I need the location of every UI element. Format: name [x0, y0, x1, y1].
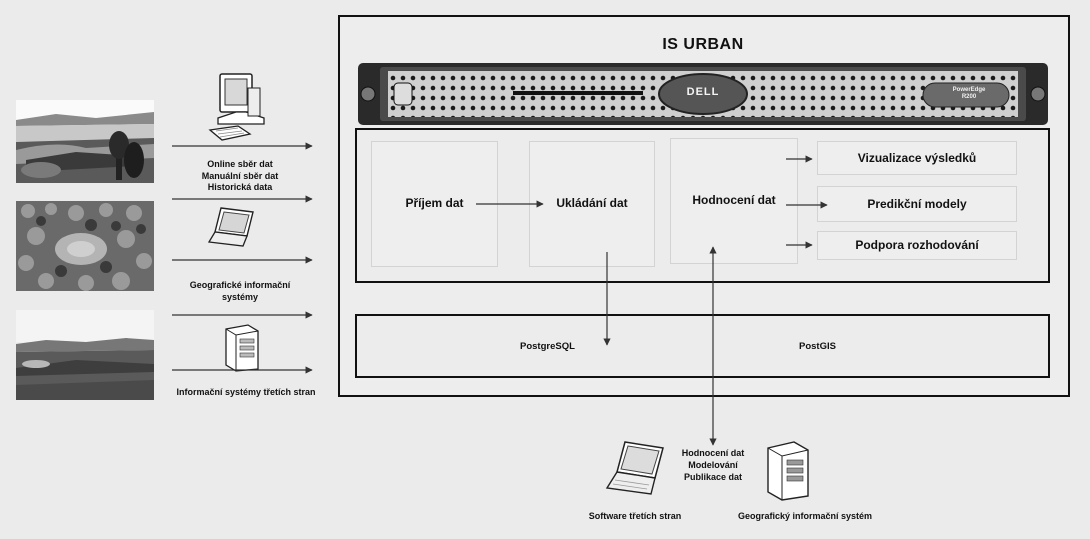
output-label: Predikční modely — [867, 197, 967, 211]
exchange-line: Hodnocení dat — [681, 448, 745, 458]
gis-label: Geografický informační systém — [737, 511, 873, 521]
output-box-visualization — [817, 141, 1017, 175]
third-party-software-label: Software třetích stran — [588, 511, 682, 521]
step-label: Příjem dat — [405, 196, 464, 210]
postgresql-label: PostgreSQL — [520, 341, 575, 352]
server-model-line: R200 — [961, 94, 977, 100]
server-model-label: PowerEdge R200 — [929, 87, 1009, 101]
step-label: Hodnocení dat — [692, 193, 776, 207]
landscape-photo-park — [16, 100, 154, 183]
server-tower-icon — [764, 440, 810, 507]
exchange-line: Publikace dat — [683, 472, 743, 482]
exchange-line: Modelování — [688, 460, 738, 470]
landscape-photo-rocks — [16, 201, 154, 291]
dell-logo: DELL — [686, 86, 720, 98]
output-box-prediction — [817, 186, 1017, 222]
system-title: IS URBAN — [662, 36, 744, 53]
postgis-label: PostGIS — [799, 341, 836, 352]
output-label: Podpora rozhodování — [855, 238, 979, 252]
laptop-icon — [207, 206, 257, 253]
source-label-data-collection: Online sběr dat Manuální sběr dat Histor… — [170, 159, 310, 194]
source-line: systémy — [221, 291, 259, 302]
source-line: Geografické informační — [189, 280, 291, 290]
database-panel — [355, 314, 1050, 378]
output-label: Vizualizace výsledků — [857, 151, 977, 165]
source-line: Historická data — [207, 182, 273, 192]
output-box-decision-support — [817, 231, 1017, 260]
source-label-third-party-is: Informační systémy třetích stran — [166, 387, 326, 399]
landscape-photo-field — [16, 310, 154, 400]
source-label-gis: Geografické informační systémy — [170, 280, 310, 303]
step-box-evaluation — [670, 138, 798, 264]
rack-server-graphic — [358, 63, 1048, 130]
source-line: Online sběr dat — [207, 159, 273, 169]
source-line: Manuální sběr dat — [201, 170, 279, 181]
server-model-line: PowerEdge — [952, 87, 986, 93]
step-label: Ukládání dat — [556, 196, 628, 210]
source-line: Informační systémy třetích stran — [176, 387, 316, 397]
exchange-label: Hodnocení dat Modelování Publikace dat — [668, 447, 758, 483]
step-box-storage — [529, 141, 655, 267]
laptop-icon — [605, 440, 667, 503]
desktop-computer-icon — [208, 72, 270, 149]
server-tower-icon — [220, 323, 260, 378]
